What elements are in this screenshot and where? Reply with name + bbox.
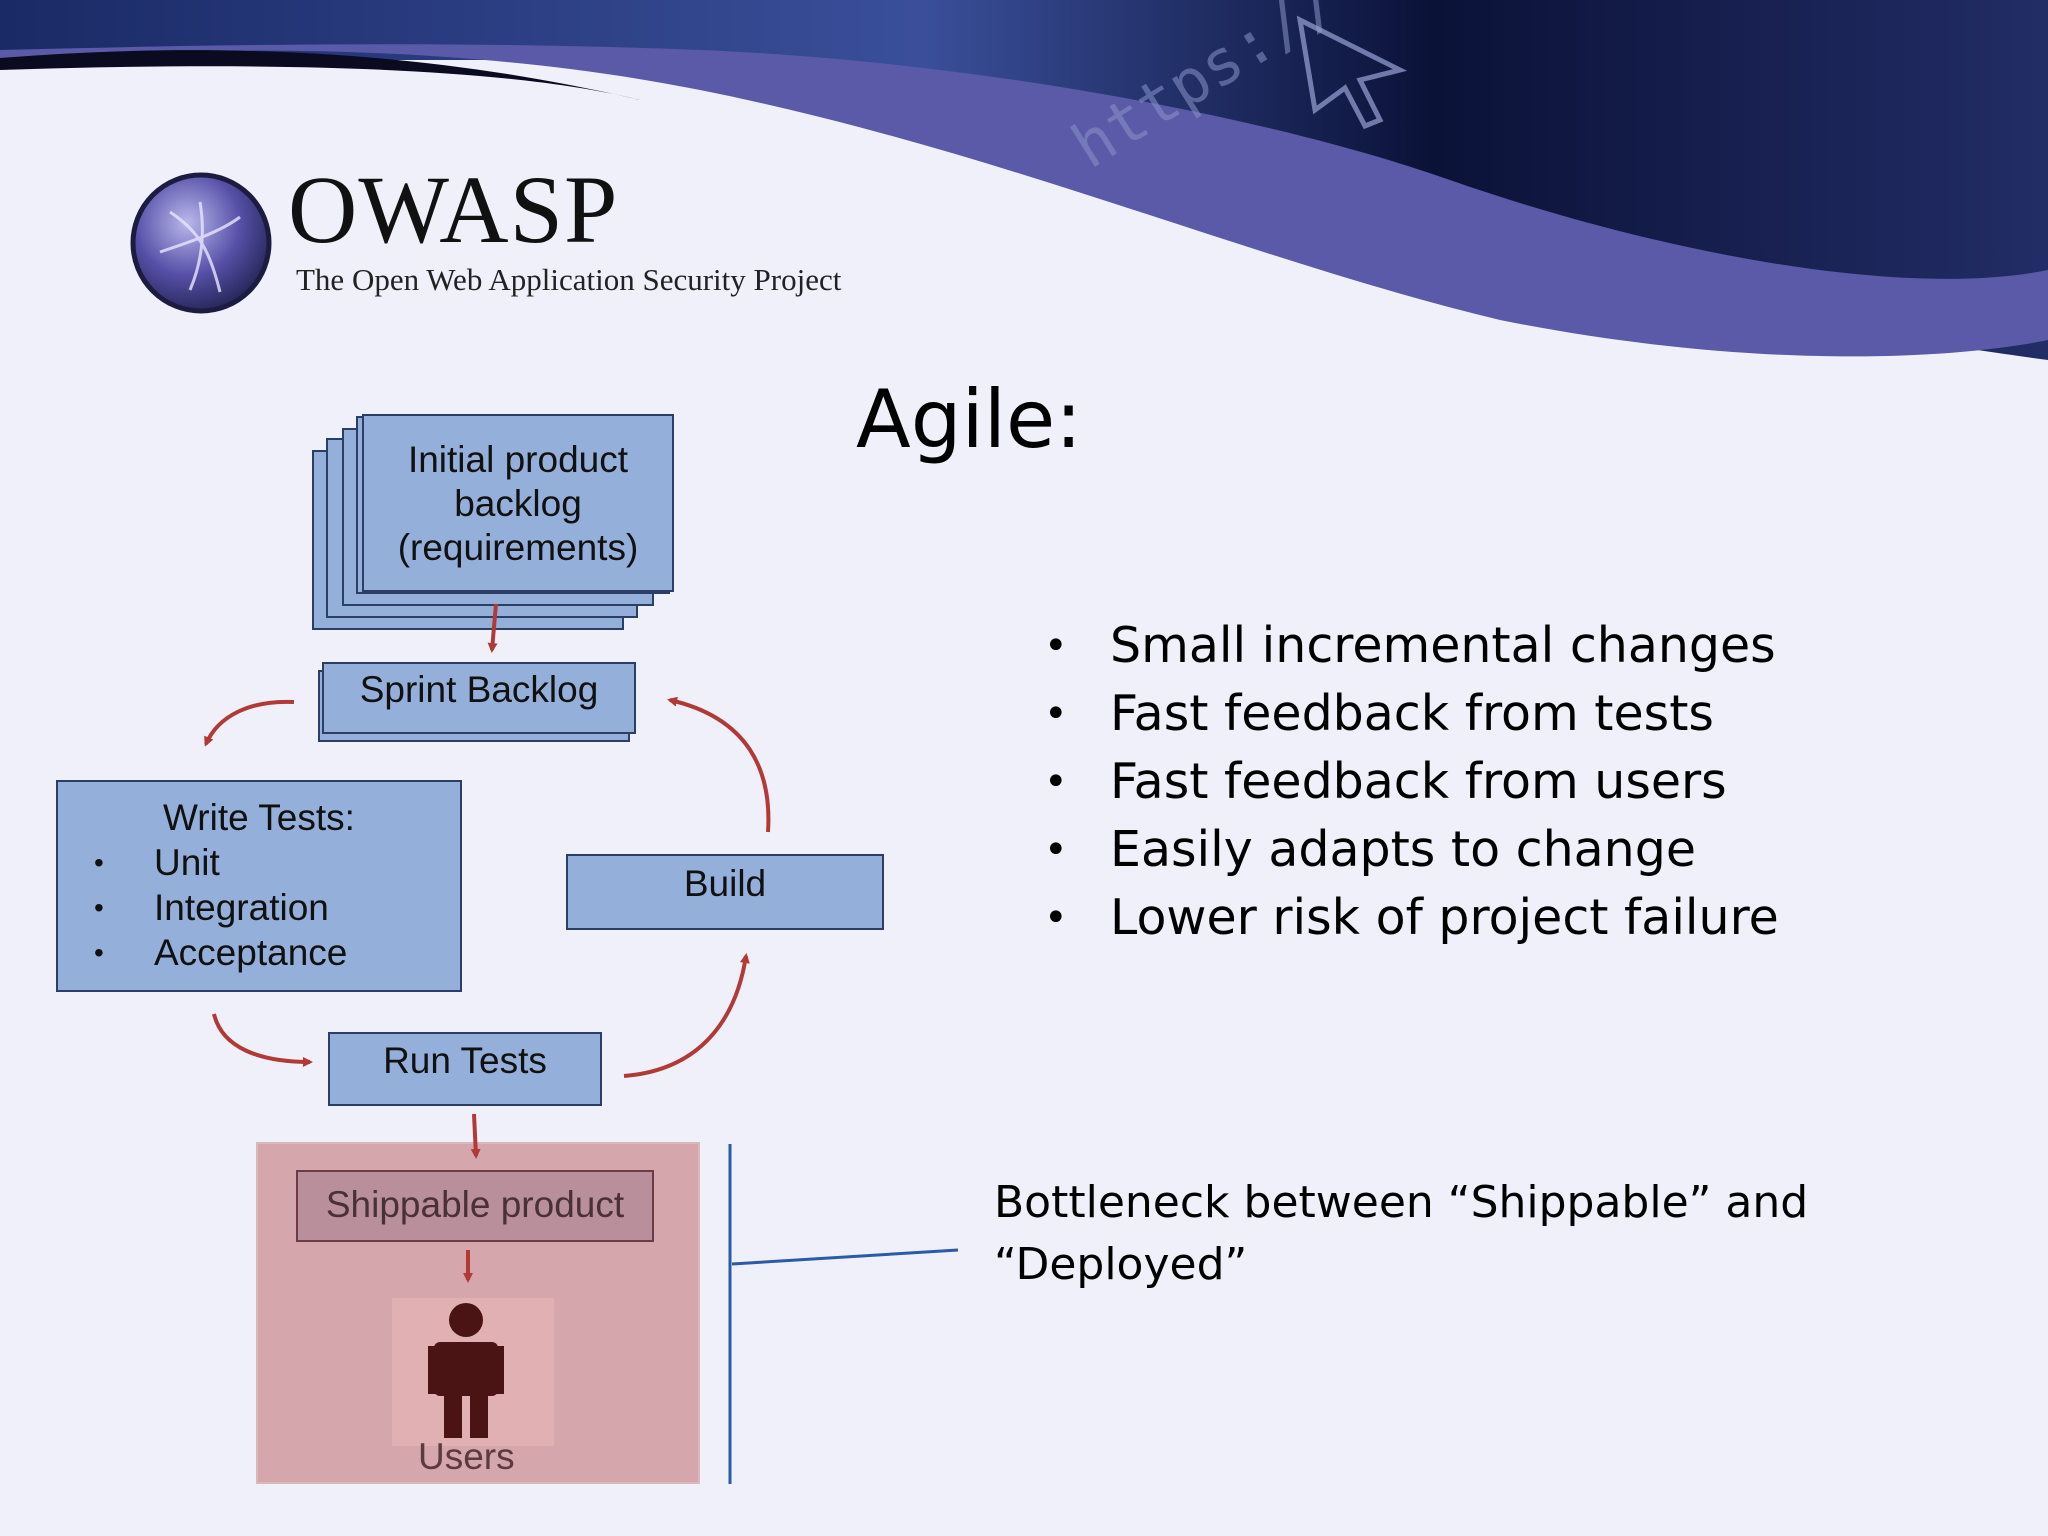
write-tests-box: Write Tests: Unit Integration Acceptance: [56, 780, 462, 992]
bullet-text: Fast feedback from tests: [1110, 685, 1714, 742]
bullet-text: Fast feedback from users: [1110, 753, 1727, 810]
write-tests-item: Integration: [58, 885, 460, 930]
run-tests-label: Run Tests: [383, 1040, 547, 1081]
backlog-line: backlog: [454, 483, 582, 524]
bullet-dot-icon: •: [1044, 623, 1068, 669]
build-label: Build: [683, 863, 767, 904]
bullet-item: • Small incremental changes: [1040, 612, 1779, 680]
bullet-text: Lower risk of project failure: [1110, 889, 1779, 946]
bullet-text: Easily adapts to change: [1110, 821, 1696, 878]
backlog-line: (requirements): [397, 527, 639, 568]
shippable-label: Shippable product: [325, 1184, 625, 1225]
header-banner: https://: [0, 0, 2048, 360]
logo-title: OWASP: [288, 156, 619, 263]
user-figure-icon: [428, 1303, 504, 1438]
slide-title: Agile:: [856, 373, 1083, 466]
arrow-write-tests-to-run: [212, 1013, 313, 1067]
arrow-run-to-build: [623, 953, 750, 1078]
bottleneck-bracket: [728, 1144, 959, 1484]
write-tests-list: Unit Integration Acceptance: [58, 840, 460, 975]
bullet-dot-icon: •: [1044, 759, 1068, 805]
arrow-build-to-sprint: [667, 696, 771, 833]
bottleneck-note: Bottleneck between “Shippable” and “Depl…: [994, 1172, 1814, 1296]
note-line: “Deployed”: [994, 1239, 1248, 1290]
run-tests-box: Run Tests: [328, 1032, 602, 1106]
backlog-line: Initial product: [407, 439, 629, 480]
bullet-list: • Small incremental changes • Fast feedbac…: [1040, 612, 1779, 952]
shippable-product-box: Shippable product: [296, 1170, 654, 1242]
build-box: Build: [566, 854, 884, 930]
logo-subtitle: The Open Web Application Security Projec…: [296, 262, 842, 297]
write-tests-item: Acceptance: [58, 930, 460, 975]
bullet-dot-icon: •: [1044, 895, 1068, 941]
arrow-sprint-to-write-tests: [204, 699, 295, 747]
bullet-item: • Lower risk of project failure: [1040, 884, 1779, 952]
bullet-item: • Fast feedback from tests: [1040, 680, 1779, 748]
bullet-dot-icon: •: [1044, 691, 1068, 737]
write-tests-item: Unit: [58, 840, 460, 885]
bullet-dot-icon: •: [1044, 827, 1068, 873]
write-tests-title: Write Tests:: [163, 797, 355, 838]
note-line: Bottleneck between “Shippable” and: [994, 1177, 1809, 1228]
bullet-item: • Fast feedback from users: [1040, 748, 1779, 816]
sprint-backlog-label: Sprint Backlog: [359, 669, 599, 710]
owasp-logo-orb-icon: [130, 172, 272, 314]
bullet-item: • Easily adapts to change: [1040, 816, 1779, 884]
users-label: Users: [418, 1436, 515, 1477]
initial-backlog-box: Initial product backlog (requirements): [362, 414, 674, 592]
bullet-text: Small incremental changes: [1110, 617, 1776, 674]
sprint-backlog-box: Sprint Backlog: [322, 662, 636, 734]
